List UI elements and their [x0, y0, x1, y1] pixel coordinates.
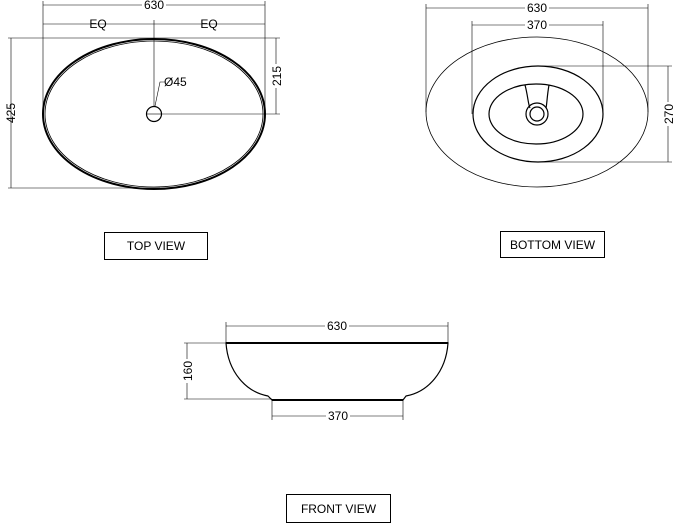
front-height-dim: 160: [181, 361, 195, 381]
front-view-drawing: 630 160 370: [181, 319, 449, 423]
bottom-base-width-dim: 370: [527, 18, 547, 32]
bottom-view-label: BOTTOM VIEW: [500, 231, 605, 258]
basin-outline: [425, 36, 649, 188]
bottom-base-height-dim: 270: [662, 104, 676, 124]
front-width-dim: 630: [327, 319, 347, 333]
top-width-dim: 630: [144, 0, 164, 12]
top-eq-left: EQ: [89, 17, 106, 31]
bottom-view-drawing: 630 370 270: [425, 1, 676, 188]
drain-outer: [525, 102, 549, 126]
basin-profile: [225, 342, 449, 401]
front-view-label: FRONT VIEW: [286, 494, 391, 523]
drain-dim: Ø45: [164, 75, 187, 89]
base-ring-inner: [488, 83, 584, 145]
bottom-width-dim: 630: [527, 1, 547, 15]
top-view-drawing: 630 EQ EQ 425 215 Ø45: [4, 0, 284, 190]
top-eq-right: EQ: [200, 17, 217, 31]
front-base-width-dim: 370: [328, 409, 348, 423]
drain-inner: [529, 106, 545, 122]
top-height-dim: 425: [4, 103, 18, 123]
top-view-label: TOP VIEW: [104, 232, 208, 260]
top-half-height-dim: 215: [270, 66, 284, 86]
